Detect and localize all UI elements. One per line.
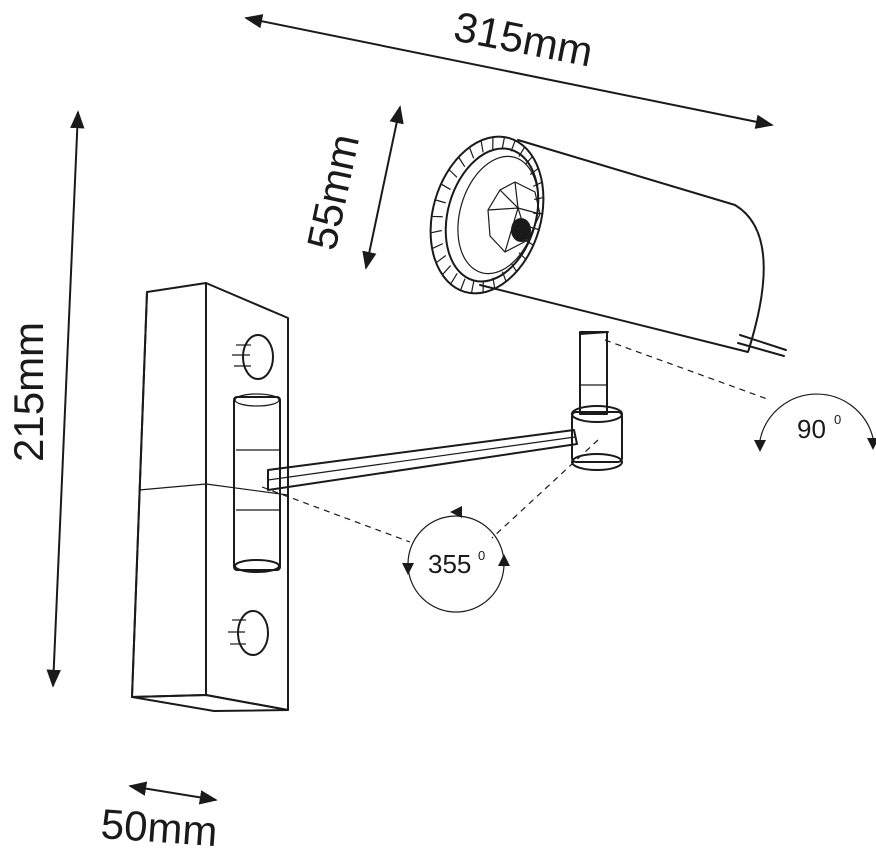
head-tilt-indicator bbox=[604, 339, 876, 452]
head-diameter-label: 55mm bbox=[298, 130, 368, 254]
reflector-lens bbox=[487, 181, 541, 253]
knurl-segment bbox=[458, 157, 466, 168]
spotlight-front-ring bbox=[429, 135, 545, 295]
spotlight-head bbox=[479, 139, 787, 357]
arm-pivot-hinge bbox=[233, 393, 281, 573]
dimension-width bbox=[244, 14, 774, 129]
knurl-segment bbox=[525, 239, 535, 247]
knurl-segment bbox=[532, 181, 544, 187]
knurl-segment bbox=[449, 169, 458, 178]
knurl-segment bbox=[530, 226, 541, 231]
height-label: 215mm bbox=[5, 322, 52, 462]
arm-swivel-degree-mark: 0 bbox=[478, 548, 485, 563]
knurl-segment bbox=[529, 167, 540, 176]
head-tilt-degree-mark: 0 bbox=[834, 412, 841, 427]
knurl-segment bbox=[435, 199, 446, 204]
dimension-head-diameter bbox=[362, 105, 404, 270]
knurl-segment bbox=[450, 273, 458, 284]
knurl-segment bbox=[469, 147, 475, 159]
arm-swivel-indicator bbox=[261, 439, 599, 613]
knurl-segment bbox=[460, 278, 466, 291]
knurl-segment bbox=[441, 183, 451, 191]
lower-screw bbox=[228, 610, 269, 656]
knurl-segment bbox=[518, 146, 526, 157]
knurl-segment bbox=[436, 254, 447, 263]
wall-base-plate bbox=[131, 282, 289, 712]
arm-swivel-value: 355 bbox=[428, 549, 471, 579]
upper-screw bbox=[232, 334, 274, 380]
knurl-segment bbox=[492, 277, 496, 290]
knurl-segment bbox=[510, 262, 518, 273]
arm-knuckle bbox=[571, 405, 623, 471]
knurl-segment bbox=[442, 265, 452, 275]
knurl-segment bbox=[432, 243, 444, 249]
dimension-height bbox=[46, 110, 85, 688]
swing-arm bbox=[267, 429, 578, 491]
head-stem bbox=[579, 331, 608, 415]
knurl-segment bbox=[510, 139, 516, 152]
base-depth-label: 50mm bbox=[99, 800, 219, 855]
knurl-segment bbox=[470, 281, 475, 294]
knurl-segment bbox=[501, 136, 506, 149]
knurl-segment bbox=[534, 196, 545, 201]
knurl-segment bbox=[431, 229, 442, 234]
knurl-segment bbox=[524, 155, 534, 165]
knurl-segment bbox=[480, 140, 484, 153]
dimension-base-depth bbox=[128, 781, 218, 805]
knurl-segment bbox=[501, 271, 507, 283]
head-tilt-value: 90 bbox=[797, 414, 826, 444]
knurl-segment bbox=[518, 252, 527, 261]
